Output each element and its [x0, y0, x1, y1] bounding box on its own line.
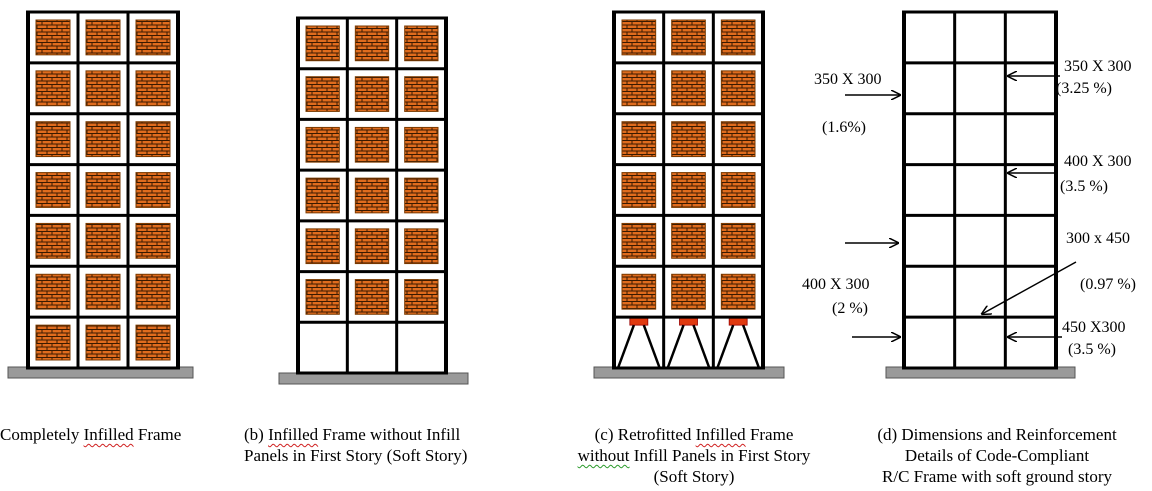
infill-panel — [621, 70, 657, 107]
retrofit-brace — [666, 324, 685, 369]
infill-panel — [85, 19, 121, 56]
infill-panel — [621, 273, 657, 310]
infill-panel — [671, 19, 706, 56]
infill-panel — [621, 222, 657, 259]
infill-panel — [404, 228, 439, 265]
infill-panel — [135, 273, 171, 310]
infill-panel — [404, 76, 439, 112]
caption-c: (c) Retrofitted Infilled Frame without I… — [577, 425, 811, 486]
infill-panel — [354, 177, 390, 214]
infill-panel — [404, 25, 439, 62]
beam-upper-label: 350 X 300 — [1064, 58, 1132, 75]
frame-d-code-compliant — [885, 10, 1076, 379]
infill-panel — [85, 273, 121, 310]
infill-panel — [720, 222, 756, 259]
infill-panel — [305, 126, 340, 163]
retrofit-brace — [616, 324, 636, 369]
infill-panel — [354, 25, 390, 62]
infill-panel — [135, 19, 171, 56]
slab-pct: (0.97 %) — [1080, 276, 1136, 293]
foundation-base — [278, 372, 469, 385]
infill-panel — [354, 228, 390, 265]
infill-panel — [354, 76, 390, 112]
infill-panel — [404, 279, 439, 315]
infill-panel — [720, 70, 756, 107]
col-upper-pct: (1.6%) — [822, 119, 866, 136]
beam-mid-pct: (3.5 %) — [1060, 178, 1108, 195]
infill-panel — [621, 172, 657, 208]
infill-panel — [35, 121, 71, 158]
beam-lower-pct: (3.5 %) — [1068, 341, 1116, 358]
beam-upper-pct: (3.25 %) — [1056, 80, 1112, 97]
infill-panel — [621, 19, 657, 56]
infill-panel — [85, 172, 121, 208]
infill-panel — [35, 70, 71, 107]
retrofit-damper — [728, 317, 748, 326]
infill-panel — [85, 222, 121, 259]
col-lower-label: 400 X 300 — [802, 276, 870, 293]
retrofit-damper — [679, 317, 698, 326]
infill-panel — [305, 25, 340, 62]
infill-panel — [85, 70, 121, 107]
col-upper-label: 350 X 300 — [814, 71, 882, 88]
infill-panel — [671, 121, 706, 158]
beam-lower-label: 450 X300 — [1062, 319, 1126, 336]
retrofit-brace — [692, 324, 711, 369]
infill-panel — [404, 177, 439, 214]
infill-panel — [621, 121, 657, 158]
infill-panel — [35, 19, 71, 56]
infill-panel — [305, 76, 340, 112]
infill-panel — [305, 177, 340, 214]
infill-panel — [135, 121, 171, 158]
frame-b-soft-story — [278, 16, 469, 385]
infill-panel — [305, 228, 340, 265]
infill-panel — [354, 279, 390, 315]
infill-panel — [135, 324, 171, 361]
infill-panel — [671, 172, 706, 208]
infill-panel — [35, 324, 71, 361]
infill-panel — [35, 222, 71, 259]
infill-panel — [354, 126, 390, 163]
infill-panel — [671, 273, 706, 310]
infill-panel — [135, 172, 171, 208]
slab-label: 300 x 450 — [1066, 230, 1130, 247]
retrofit-brace — [642, 324, 661, 369]
infill-panel — [305, 279, 340, 315]
infill-panel — [404, 126, 439, 163]
retrofit-brace — [741, 324, 761, 369]
infill-panel — [671, 70, 706, 107]
caption-d: (d) Dimensions and Reinforcement Details… — [877, 425, 1117, 486]
infill-panel — [720, 273, 756, 310]
caption-b: (b) Infilled Frame without Infill Panels… — [244, 425, 468, 465]
infill-panel — [720, 19, 756, 56]
infill-panel — [135, 70, 171, 107]
retrofit-brace — [716, 324, 735, 369]
arrow-slab — [982, 261, 1077, 314]
infill-panel — [720, 172, 756, 208]
col-lower-pct: (2 %) — [832, 300, 868, 317]
infill-panel — [135, 222, 171, 259]
infill-panel — [671, 222, 706, 259]
infill-panel — [35, 273, 71, 310]
infill-panel — [720, 121, 756, 158]
infill-panel — [85, 121, 121, 158]
caption-a: Completely Infilled Frame — [0, 425, 182, 444]
frame-d-annotations: 350 X 300 (1.6%) 350 X 300 (3.25 %) 400 … — [802, 58, 1136, 358]
infill-panel — [35, 172, 71, 208]
beam-mid-label: 400 X 300 — [1064, 153, 1132, 170]
frame-c-retrofitted — [593, 10, 785, 379]
retrofit-damper — [629, 317, 649, 326]
infill-panel — [85, 324, 121, 361]
frame-a-completely-infilled — [7, 10, 194, 379]
